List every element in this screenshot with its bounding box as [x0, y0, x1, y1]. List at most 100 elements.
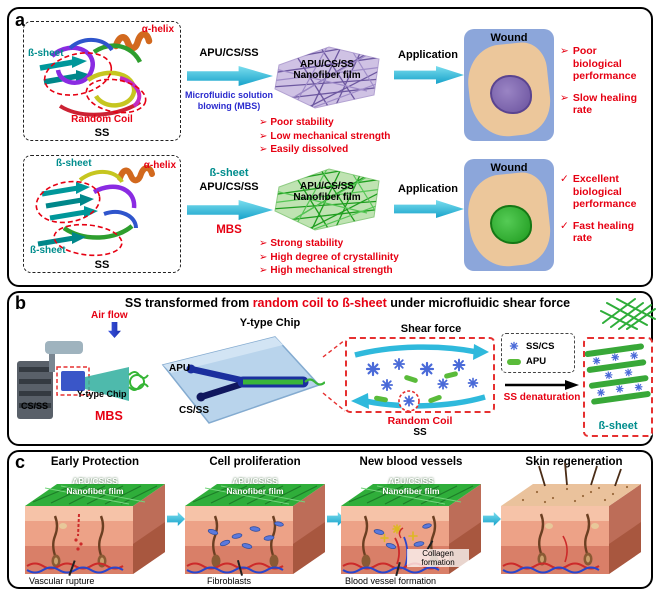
- beta-sheet-label: ß-sheet: [56, 158, 92, 169]
- film-label-line1: APU/CS/SS: [388, 476, 434, 486]
- list-item: ✓Fast healing rate: [560, 220, 647, 245]
- apu-bar-icon: [507, 358, 521, 365]
- alpha-helix-label: α-helix: [143, 160, 176, 171]
- skin-block-cell-proliferation-illustration: [185, 484, 325, 574]
- chip-title: Y-type Chip: [239, 317, 301, 329]
- machine-csss-label: CS/SS: [21, 401, 49, 411]
- bullet-glyph-icon: ➢: [259, 238, 268, 249]
- machine-chip-label: Y-type Chip: [77, 389, 127, 399]
- film-label: APU/CS/SS Nanofiber film: [271, 59, 383, 81]
- stage-title: New blood vessels: [359, 456, 463, 468]
- protein-ribbon-illustration: [35, 165, 155, 257]
- outcome-text: Poor biological performance: [572, 45, 637, 82]
- beta-sheet-label: ß-sheet: [598, 420, 638, 432]
- check-icon: ✓: [560, 219, 569, 232]
- denaturation-arrow-icon: [505, 380, 579, 390]
- wound-label: Wound: [490, 32, 528, 44]
- legend-label: APU: [526, 356, 547, 367]
- legend-row: SS/CS: [507, 339, 569, 353]
- bullet-glyph-icon: ➢: [259, 265, 268, 276]
- list-item: ➢Easily dissolved: [259, 143, 390, 157]
- panel-a: a α-helix ß-sheet Random Coil SS APU/: [7, 7, 653, 287]
- process-beta-sheet-label: ß-sheet: [209, 167, 249, 179]
- green-nanofiber-film-illustration: APU/CS/SS Nanofiber film: [271, 165, 383, 233]
- film-label-line2: Nanofiber film: [382, 485, 440, 496]
- panel-c-label: c: [15, 452, 26, 472]
- air-flow-label: Air flow: [91, 310, 128, 321]
- bullet-glyph-icon: ➢: [560, 91, 569, 104]
- film-label: APU/CS/SS Nanofiber film: [209, 476, 301, 496]
- process-arrow-icon: [187, 200, 273, 220]
- annotation-vascular-rupture: Vascular rupture: [29, 576, 95, 586]
- beta-sheet-stack-illustration: [585, 343, 651, 405]
- annotation-blood-vessel-formation: Blood vessel formation: [345, 576, 437, 586]
- shear-force-box: [345, 337, 495, 413]
- film-label: APU/CS/SS Nanofiber film: [365, 476, 457, 496]
- random-coil-label: Random Coil: [387, 415, 453, 427]
- application-arrow-icon: [394, 200, 464, 218]
- bullet-glyph-icon: ➢: [259, 130, 268, 142]
- list-item: ➢High mechanical strength: [259, 264, 399, 278]
- chip-csss-label: CS/SS: [179, 405, 210, 416]
- annotation-collagen-formation: Collagen formation: [407, 549, 469, 567]
- list-item: ✓Excellent biological performance: [560, 173, 647, 211]
- panel-c: c Early Protection Cell proliferation Ne…: [7, 450, 653, 589]
- beta-sheet-label: ß-sheet: [28, 48, 64, 59]
- wound-illustration-green: Wound: [464, 159, 554, 271]
- process-material-label: APU/CS/SS: [199, 47, 259, 59]
- skin-block-early-protection-illustration: [25, 484, 165, 574]
- film-label-line1: APU/CS/SS: [300, 59, 354, 70]
- outcomes-list: ✓Excellent biological performance ✓Fast …: [560, 173, 647, 254]
- film-label-line2: Nanofiber film: [66, 485, 124, 496]
- magnifier-lines-icon: [322, 339, 346, 412]
- alpha-helix-label: α-helix: [141, 24, 174, 35]
- machine-apu-label: APU: [19, 351, 39, 361]
- outcome-text: Excellent biological performance: [572, 173, 637, 210]
- title-part: under microfluidic shear force: [386, 296, 571, 310]
- legend-box: SS/CS APU: [501, 333, 575, 373]
- list-item: ➢High degree of crystallinity: [259, 251, 399, 265]
- protein-structure-box-random-coil: α-helix ß-sheet Random Coil SS: [23, 21, 181, 141]
- process-method-label: Microfluidic solution blowing (MBS): [185, 90, 273, 111]
- advantage-text: Strong stability: [270, 238, 344, 249]
- outcomes-list: ➢Poor biological performance ➢Slow heali…: [560, 45, 647, 126]
- mbs-label: MBS: [216, 224, 242, 236]
- protein-ribbon-illustration: [39, 31, 153, 117]
- film-drawbacks-list: ➢Poor stability ➢Low mechanical strength…: [259, 116, 390, 157]
- beta-sheet-label: ß-sheet: [30, 245, 66, 256]
- wound-patch-purple: [490, 75, 532, 114]
- mbs-label: MBS: [95, 409, 123, 423]
- film-label-line1: APU/CS/SS: [232, 476, 278, 486]
- legend-label: SS/CS: [526, 340, 555, 352]
- outcome-text: Slow healing rate: [572, 91, 637, 117]
- film-label-line1: APU/CS/SS: [300, 181, 354, 192]
- purple-nanofiber-film-illustration: APU/CS/SS Nanofiber film: [271, 43, 383, 111]
- panel-a-label: a: [15, 10, 26, 30]
- list-item: ➢Strong stability: [259, 237, 399, 251]
- application-label: Application: [398, 49, 458, 61]
- stage-title: Skin regeneration: [525, 456, 623, 468]
- outcome-text: Fast healing rate: [572, 219, 635, 245]
- bullet-glyph-icon: ➢: [259, 251, 268, 263]
- ss-label: SS: [94, 127, 110, 139]
- fiber-mesh-icon: [600, 298, 656, 330]
- ss-label: SS: [94, 259, 110, 271]
- legend-row: APU: [507, 356, 569, 367]
- process-arrow-icon: [187, 66, 273, 86]
- title-part-highlight: random coil to ß-sheet: [252, 296, 387, 310]
- advantage-text: High degree of crystallinity: [270, 251, 399, 263]
- film-label-line2: Nanofiber film: [293, 70, 361, 81]
- stage-arrow-icon: [167, 512, 185, 526]
- drawback-text: Poor stability: [270, 117, 334, 128]
- beta-sheet-box: ß-sheet: [583, 337, 653, 437]
- shear-force-label: Shear force: [400, 323, 462, 335]
- check-icon: ✓: [560, 173, 569, 185]
- drawback-text: Easily dissolved: [270, 144, 349, 155]
- process-material-label: APU/CS/SS: [199, 181, 259, 193]
- bullet-glyph-icon: ➢: [259, 144, 268, 155]
- drawback-text: Low mechanical strength: [270, 130, 391, 142]
- y-chip-illustration: [161, 336, 325, 424]
- random-coil-label: Random Coil: [71, 114, 133, 125]
- panel-b-label: b: [15, 293, 26, 313]
- shear-mixing-illustration: [351, 344, 489, 411]
